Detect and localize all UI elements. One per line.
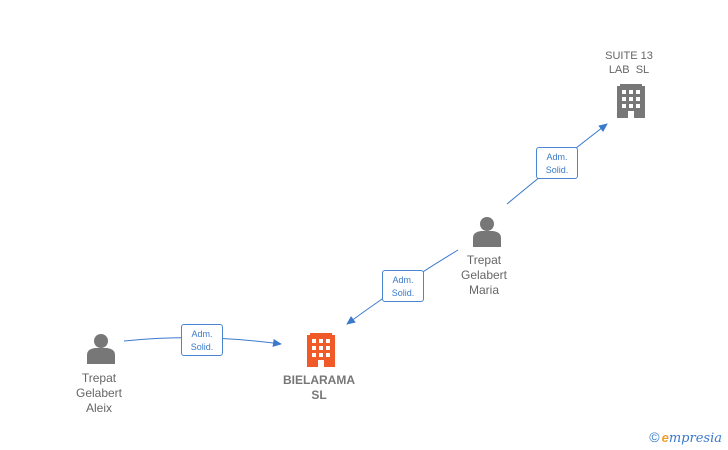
name-line: Gelabert (460, 268, 508, 282)
name-line: Trepat (81, 371, 117, 385)
edge-role-line: Adm. (392, 275, 414, 285)
building-icon[interactable] (617, 84, 645, 118)
name-line: Gelabert (75, 386, 123, 400)
person-label-maria[interactable]: Trepat Gelabert Maria (429, 253, 539, 298)
person-label-aleix[interactable]: Trepat Gelabert Aleix (44, 371, 154, 416)
name-line: SUITE 13 (605, 50, 653, 62)
copyright-symbol: © (649, 429, 660, 445)
edge-label-maria-bielarama[interactable]: Adm. Solid. (382, 270, 424, 302)
building-icon[interactable] (307, 333, 335, 367)
brand-initial: e (661, 430, 669, 445)
person-icon[interactable] (473, 217, 501, 247)
edge-role-line: Solid. (391, 288, 415, 298)
edge-role-line: Solid. (190, 342, 214, 352)
empresia-watermark: ©empresia (649, 429, 722, 446)
edge-role-line: Solid. (545, 165, 569, 175)
edge-role-line: Adm. (546, 152, 568, 162)
company-label-suite13[interactable]: SUITE 13 LAB SL (574, 49, 684, 77)
edge-label-maria-suite13[interactable]: Adm. Solid. (536, 147, 578, 179)
brand-name: mpresia (668, 431, 722, 446)
name-line: LAB SL (608, 64, 650, 76)
name-line: Maria (468, 283, 499, 297)
name-line: Aleix (85, 401, 112, 415)
edge-label-aleix-bielarama[interactable]: Adm. Solid. (181, 324, 223, 356)
company-label-bielarama[interactable]: BIELARAMA SL (264, 373, 374, 403)
name-line: Trepat (466, 253, 502, 267)
name-line: SL (311, 388, 327, 402)
edge-role-line: Adm. (191, 329, 213, 339)
name-line: BIELARAMA (283, 373, 355, 387)
person-icon[interactable] (87, 334, 115, 364)
